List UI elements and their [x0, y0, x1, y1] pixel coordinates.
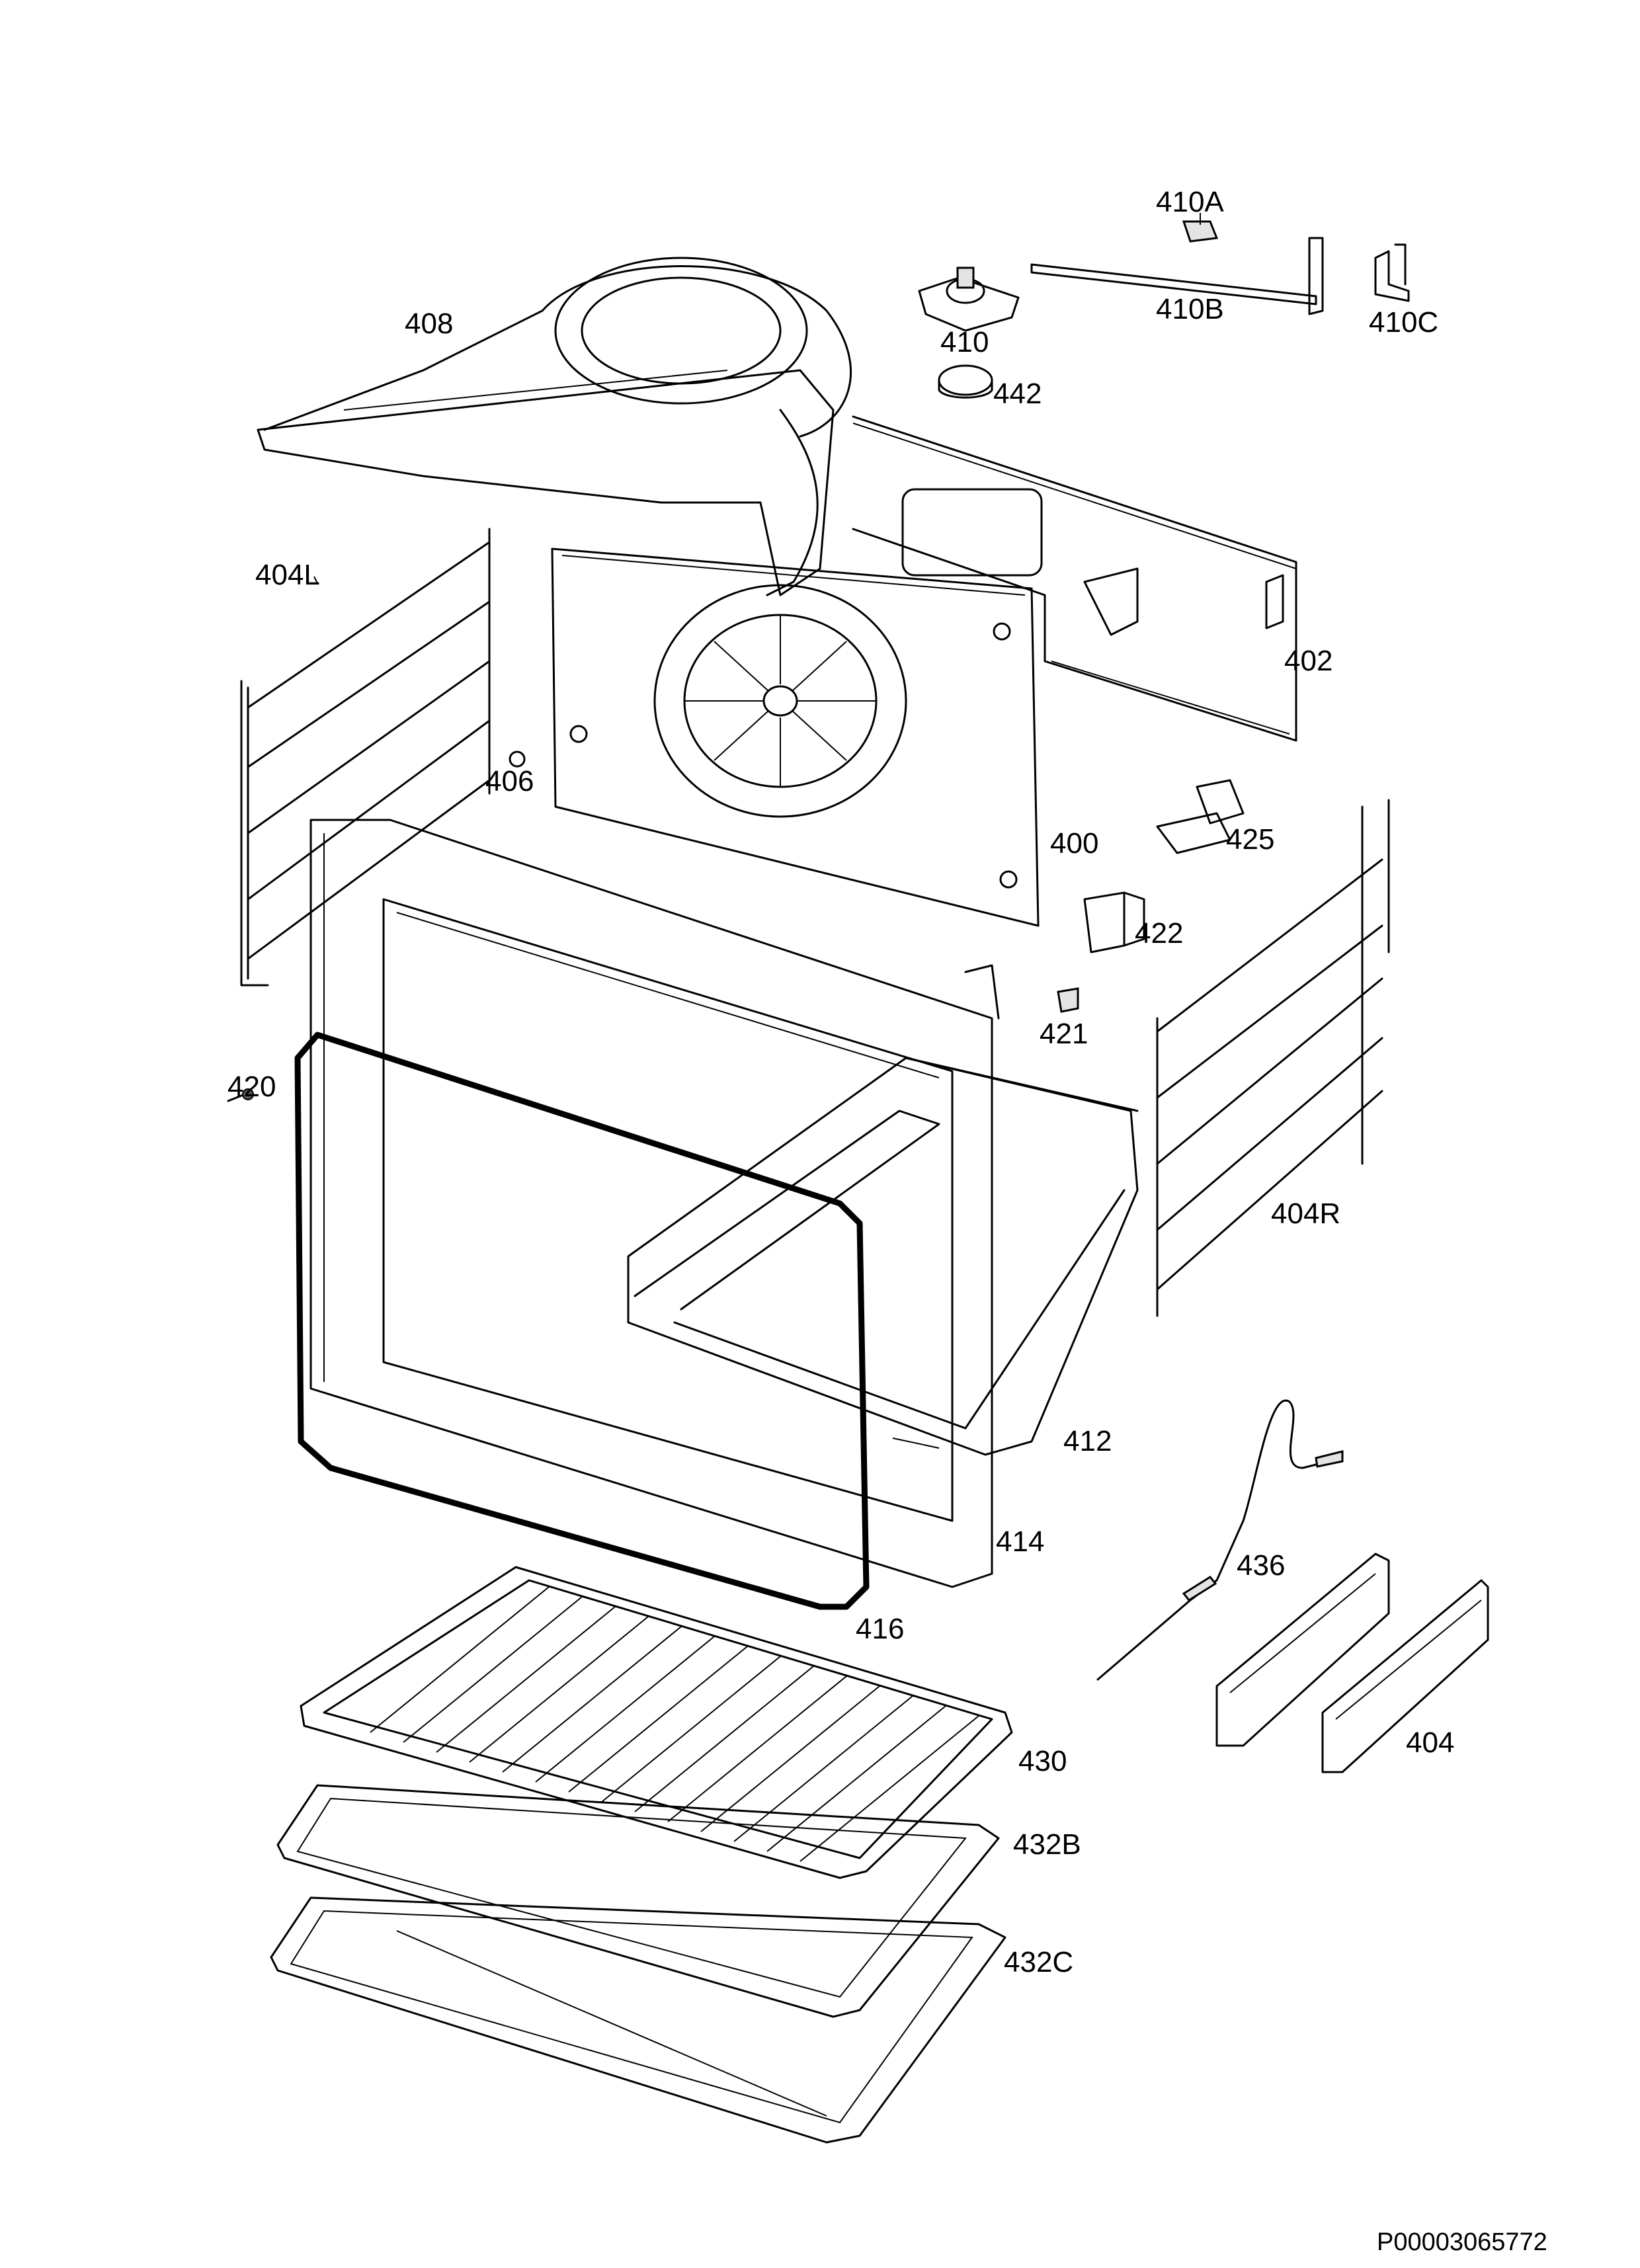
- label-414: 414: [996, 1525, 1045, 1558]
- label-402: 402: [1284, 645, 1333, 677]
- part-404L-shelf-rack: [240, 528, 491, 987]
- label-410B: 410B: [1156, 293, 1224, 325]
- part-404R-shelf-rack: [1156, 799, 1390, 1317]
- label-404L: 404L: [255, 559, 320, 591]
- part-400-back-panel: [551, 547, 1040, 927]
- label-442: 442: [993, 378, 1042, 410]
- label-422: 422: [1135, 917, 1184, 950]
- label-406: 406: [485, 765, 534, 797]
- label-410A: 410A: [1156, 186, 1224, 218]
- label-404R: 404R: [1271, 1197, 1341, 1230]
- part-442-disc: [938, 364, 993, 399]
- label-416: 416: [856, 1613, 905, 1645]
- label-420: 420: [227, 1071, 276, 1103]
- part-422-socket: [1083, 891, 1145, 953]
- part-410-motor: [918, 266, 1020, 332]
- label-412: 412: [1063, 1425, 1112, 1457]
- part-412-base-frame: [627, 1057, 1139, 1456]
- part-404-telescopic-rails: [1215, 1553, 1489, 1773]
- part-410B-rod: [1030, 237, 1324, 315]
- part-410A-clip: [1182, 220, 1219, 243]
- label-432B: 432B: [1013, 1828, 1081, 1861]
- document-code: P00003065772: [1377, 2228, 1547, 2256]
- label-410: 410: [940, 326, 989, 358]
- part-406-nut: [509, 750, 526, 768]
- label-408: 408: [405, 307, 454, 340]
- part-432C-deep-tray: [270, 1896, 1006, 2144]
- label-410C: 410C: [1369, 306, 1439, 339]
- part-402-back-rail: [852, 415, 1297, 742]
- part-425-lamp: [1156, 779, 1245, 854]
- label-421: 421: [1040, 1018, 1088, 1050]
- label-400: 400: [1050, 827, 1099, 860]
- label-432C: 432C: [1004, 1946, 1074, 1978]
- part-436-meat-probe: [1096, 1399, 1344, 1681]
- part-408-fan-cover: [257, 257, 852, 596]
- label-404: 404: [1406, 1726, 1455, 1759]
- label-430: 430: [1018, 1745, 1067, 1777]
- part-430-wire-shelf: [300, 1566, 1013, 1879]
- part-432B-baking-tray: [276, 1784, 1000, 2018]
- leader-lines: [313, 213, 1201, 1449]
- part-421-knob: [1057, 987, 1079, 1013]
- label-436: 436: [1237, 1549, 1286, 1582]
- part-420-screw: [227, 1088, 254, 1102]
- part-410C-bracket: [1374, 243, 1410, 302]
- part-416-door-seal: [294, 1032, 870, 1610]
- label-425: 425: [1226, 823, 1275, 856]
- part-414-front-frame: [309, 819, 1000, 1588]
